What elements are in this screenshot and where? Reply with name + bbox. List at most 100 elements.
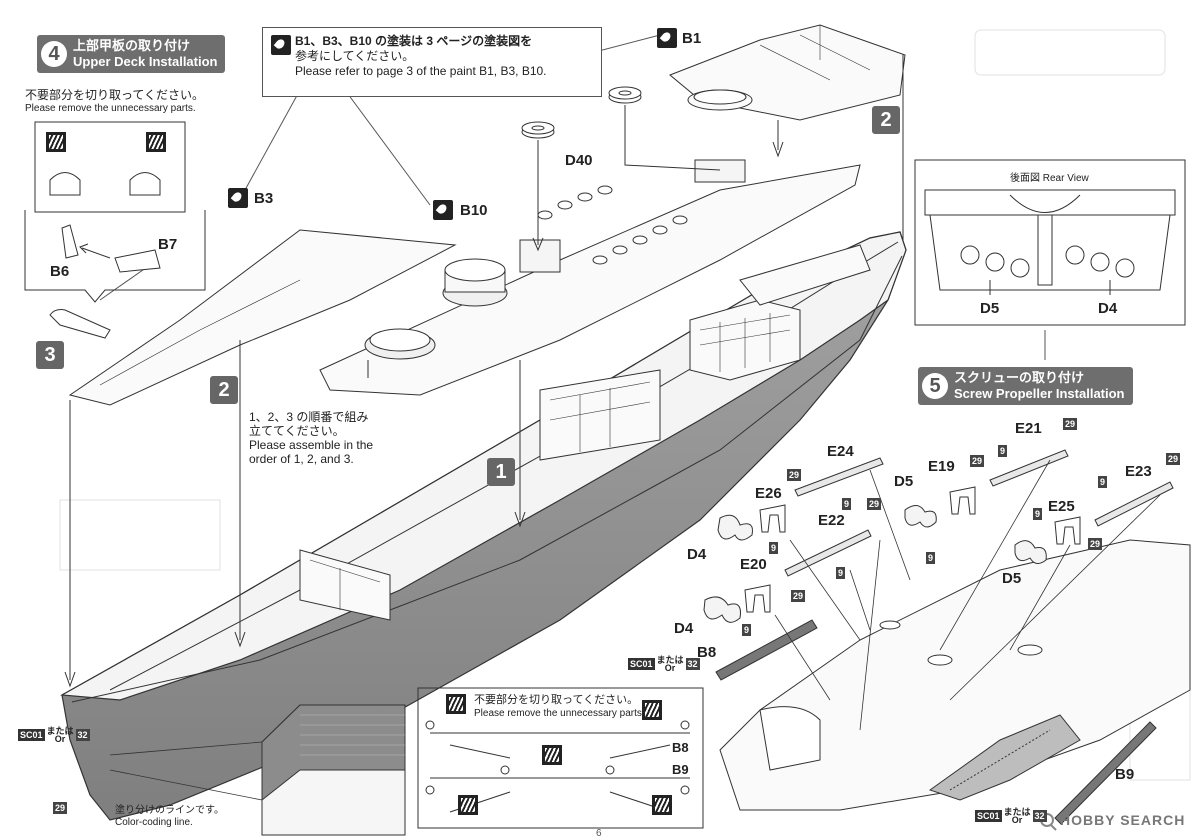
stern-hull bbox=[719, 539, 1191, 811]
part-label-d4: D4 bbox=[1098, 300, 1118, 317]
page-number: 6 bbox=[596, 828, 602, 839]
remove-note-jp: 不要部分を切り取ってください。 bbox=[25, 88, 205, 102]
part-label-b9: B9 bbox=[1115, 766, 1135, 783]
part-label-b6: B6 bbox=[50, 263, 70, 280]
upper-deck-b10 bbox=[319, 159, 861, 396]
part-label-d5: D5 bbox=[980, 300, 1000, 317]
sc01-num: 32 bbox=[75, 729, 90, 741]
watermark: HOBBY SEARCH bbox=[1060, 812, 1186, 828]
inset-b6-b7 bbox=[24, 121, 206, 339]
rear-deck-b1 bbox=[669, 24, 906, 121]
sc01-code: SC01 bbox=[18, 729, 45, 741]
part-label-d4-b: D4 bbox=[687, 546, 707, 563]
cut-parts-icon bbox=[446, 694, 466, 714]
remove-note-bottom-jp: 不要部分を切り取ってください。 bbox=[474, 694, 639, 706]
paint-brush-icon bbox=[433, 200, 453, 220]
rear-view-inset bbox=[914, 159, 1186, 326]
cut-parts-icon bbox=[642, 700, 662, 720]
sc01-or: Or bbox=[1011, 815, 1023, 825]
step5-title-jp: スクリューの取り付け bbox=[954, 370, 1085, 385]
sc01-code: SC01 bbox=[628, 658, 655, 670]
paint-brush-icon bbox=[657, 28, 677, 48]
color-number-29: 29 bbox=[53, 802, 68, 814]
part-label-e24: E24 bbox=[827, 443, 854, 460]
part-label-e21: E21 bbox=[1015, 420, 1042, 437]
part-label-d5-b: D5 bbox=[894, 473, 914, 490]
color-number-29: 29 bbox=[791, 590, 806, 602]
step4-number: 4 bbox=[41, 41, 67, 67]
part-label-b1: B1 bbox=[682, 30, 702, 47]
paint-note-line3: Please refer to page 3 of the paint B1, … bbox=[295, 64, 547, 78]
sc01-or: Or bbox=[54, 734, 66, 744]
bow-deck-b3 bbox=[68, 229, 457, 406]
step-badge-3: 3 bbox=[36, 341, 64, 369]
sc01-or: Or bbox=[664, 663, 676, 673]
part-label-b8: B8 bbox=[697, 644, 717, 661]
cut-parts-icon bbox=[146, 132, 166, 152]
cut-parts-icon bbox=[46, 132, 66, 152]
sc01-num: 32 bbox=[1032, 810, 1047, 822]
order-note: 1、2、3 の順番で組み 立ててください。 Please assemble in… bbox=[249, 410, 373, 466]
part-label-e26: E26 bbox=[755, 485, 782, 502]
order-note-jp2: 立ててください。 bbox=[249, 424, 345, 438]
step5-title-en: Screw Propeller Installation bbox=[954, 386, 1125, 401]
paint-brush-icon bbox=[228, 188, 248, 208]
remove-note-top: 不要部分を切り取ってください。 Please remove the unnece… bbox=[25, 88, 204, 116]
rear-view-label: 後面図 Rear View bbox=[1010, 173, 1089, 184]
step4-title-en: Upper Deck Installation bbox=[73, 54, 218, 69]
paint-brush-icon bbox=[271, 35, 291, 55]
order-note-jp1: 1、2、3 の順番で組み bbox=[249, 410, 369, 424]
part-label-b7: B7 bbox=[158, 236, 178, 253]
remove-note-en: Please remove the unnecessary parts. bbox=[25, 103, 196, 114]
step-badge-1: 1 bbox=[487, 458, 515, 486]
part-label-e19: E19 bbox=[928, 458, 955, 475]
part-label-b9-tree: B9 bbox=[672, 762, 689, 777]
sc01-num: 32 bbox=[685, 658, 700, 670]
order-note-en2: order of 1, 2, and 3. bbox=[249, 452, 354, 466]
remove-note-bottom: 不要部分を切り取ってください。 Please remove the unnece… bbox=[474, 694, 645, 720]
part-label-d5-c: D5 bbox=[1002, 570, 1022, 587]
step-badge-2: 2 bbox=[210, 376, 238, 404]
color-number-29: 29 bbox=[787, 469, 802, 481]
step5-number: 5 bbox=[922, 373, 948, 399]
color-line-jp: 塗り分けのラインです。 bbox=[115, 805, 224, 816]
part-label-b3: B3 bbox=[254, 190, 274, 207]
sc01-mata: または bbox=[656, 655, 684, 665]
sc01-mata: または bbox=[1003, 807, 1031, 817]
remove-note-bottom-en: Please remove the unnecessary parts. bbox=[474, 708, 645, 719]
color-number-29: 29 bbox=[867, 498, 882, 510]
step4-title-jp: 上部甲板の取り付け bbox=[73, 38, 191, 53]
step-badge-2: 2 bbox=[872, 106, 900, 134]
color-line-note: 塗り分けのラインです。 Color-coding line. bbox=[115, 805, 224, 829]
paint-note-line1: B1、B3、B10 の塗装は 3 ページの塗装図を bbox=[295, 34, 533, 48]
color-number-9: 9 bbox=[836, 567, 846, 579]
color-number-29: 29 bbox=[1088, 538, 1103, 550]
part-label-e23: E23 bbox=[1125, 463, 1152, 480]
color-number-9: 9 bbox=[769, 542, 779, 554]
color-number-9: 9 bbox=[742, 624, 752, 636]
cut-parts-icon bbox=[652, 795, 672, 815]
color-number-9: 9 bbox=[926, 552, 936, 564]
part-label-e20: E20 bbox=[740, 556, 767, 573]
color-number-9: 9 bbox=[998, 445, 1008, 457]
parts-tree-inset bbox=[417, 687, 704, 829]
order-note-en1: Please assemble in the bbox=[249, 438, 374, 452]
part-label-d40: D40 bbox=[565, 152, 593, 169]
paint-callout: B1、B3、B10 の塗装は 3 ページの塗装図を 参考にしてください。 Ple… bbox=[262, 27, 602, 97]
sc01-mata: または bbox=[46, 726, 74, 736]
color-number-9: 9 bbox=[842, 498, 852, 510]
part-label-b10: B10 bbox=[460, 202, 488, 219]
color-number-29: 29 bbox=[1063, 418, 1078, 430]
part-label-e25: E25 bbox=[1048, 498, 1075, 515]
color-number-9: 9 bbox=[1033, 508, 1043, 520]
waterline-detail bbox=[109, 704, 406, 836]
paint-note-line2: 参考にしてください。 bbox=[295, 49, 415, 63]
color-number-9: 9 bbox=[1098, 476, 1108, 488]
part-label-e22: E22 bbox=[818, 512, 845, 529]
